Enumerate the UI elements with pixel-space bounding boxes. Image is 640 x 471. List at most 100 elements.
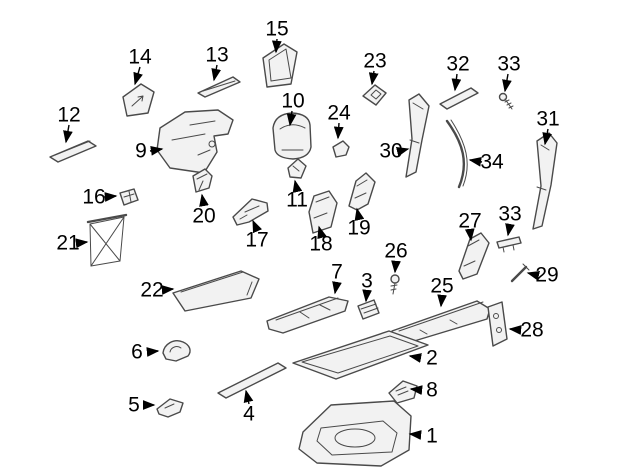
callout-arrow-9 [149, 146, 164, 156]
callout-label-30[interactable]: 30 [379, 140, 402, 163]
callout-label-3[interactable]: 3 [361, 270, 373, 293]
callout-label-32[interactable]: 32 [446, 53, 469, 76]
callout-label-20[interactable]: 20 [192, 205, 215, 228]
callout-label-14[interactable]: 14 [128, 46, 152, 69]
callout-label-4[interactable]: 4 [243, 403, 255, 426]
callout-arrow-32 [451, 73, 462, 92]
callout-label-17[interactable]: 17 [245, 229, 268, 252]
callout-arrow-28 [508, 325, 522, 335]
part-32-shape [439, 87, 479, 110]
callout-arrow-7 [332, 281, 342, 295]
callout-arrow-27 [464, 228, 475, 242]
part-18-shape [308, 190, 338, 234]
part-7-shape [266, 296, 349, 334]
callout-label-28[interactable]: 28 [520, 319, 543, 342]
callout-arrow-34 [468, 157, 483, 167]
part-19-shape [348, 172, 376, 211]
callout-arrow-23 [368, 70, 379, 86]
callout-arrow-21 [75, 238, 89, 249]
part-8-shape [388, 380, 418, 404]
part-2-shape [292, 330, 429, 380]
callout-label-1[interactable]: 1 [426, 425, 438, 448]
callout-arrow-26 [391, 260, 401, 274]
callout-arrow-6 [146, 347, 160, 357]
part-16-shape [119, 188, 139, 206]
part-3-shape [357, 299, 380, 320]
callout-arrow-22 [161, 285, 175, 295]
callout-label-24[interactable]: 24 [327, 102, 351, 125]
callout-arrow-29 [526, 270, 541, 281]
part-9-shape [156, 109, 234, 174]
callout-arrow-33a [502, 73, 512, 93]
callout-arrow-2 [408, 353, 422, 363]
callout-arrows-layer [63, 38, 553, 440]
part-20-shape [192, 168, 213, 193]
callout-arrow-33b [505, 223, 515, 237]
callout-arrow-18 [317, 225, 327, 240]
callout-label-5[interactable]: 5 [128, 394, 140, 417]
callout-arrow-31 [542, 128, 553, 146]
part-21-shape [86, 213, 128, 267]
callout-label-31[interactable]: 31 [536, 108, 559, 131]
callout-arrow-13 [211, 64, 222, 82]
callout-label-12[interactable]: 12 [57, 104, 80, 127]
callout-label-7[interactable]: 7 [331, 261, 343, 284]
callout-arrow-15 [271, 38, 282, 54]
part-4-shape [217, 362, 287, 399]
part-5-shape [156, 398, 184, 418]
callout-arrow-8 [409, 385, 423, 395]
callout-label-13[interactable]: 13 [205, 44, 228, 67]
callout-label-26[interactable]: 26 [384, 240, 407, 263]
part-26-shape [390, 274, 400, 295]
callout-label-9[interactable]: 9 [135, 140, 147, 163]
part-10-shape [272, 112, 312, 160]
callout-label-6[interactable]: 6 [131, 341, 143, 364]
callout-label-33b[interactable]: 33 [498, 203, 521, 226]
callout-arrow-19 [354, 207, 365, 221]
part-12-shape [49, 140, 97, 163]
callout-arrow-14 [133, 66, 143, 86]
callout-arrow-24 [333, 122, 344, 140]
callout-arrow-25 [437, 294, 447, 308]
callout-arrow-20 [199, 193, 209, 207]
callout-label-8[interactable]: 8 [426, 379, 438, 402]
callout-label-34[interactable]: 34 [480, 151, 504, 174]
part-22-shape [172, 270, 260, 312]
part-31-shape [532, 132, 558, 230]
callout-label-15[interactable]: 15 [265, 18, 288, 41]
part-11-shape [287, 158, 307, 179]
callout-label-19[interactable]: 19 [347, 217, 370, 240]
part-28-shape [487, 301, 508, 347]
callout-label-2[interactable]: 2 [426, 347, 438, 370]
part-30-shape [405, 93, 430, 178]
callout-label-11[interactable]: 11 [286, 189, 308, 212]
callout-arrow-12 [63, 124, 73, 144]
part-23-shape [362, 84, 387, 106]
part-33-upper-shape [498, 92, 514, 110]
callout-label-10[interactable]: 10 [281, 90, 304, 113]
part-13-shape [197, 76, 241, 98]
callout-label-18[interactable]: 18 [309, 233, 332, 256]
callout-label-21[interactable]: 21 [56, 232, 79, 255]
part-14-shape [122, 83, 155, 117]
part-24-shape [332, 140, 350, 158]
part-25-shape [390, 300, 491, 346]
part-33-lower-shape [496, 236, 522, 253]
callout-label-33a[interactable]: 33 [497, 53, 520, 76]
callout-label-27[interactable]: 27 [458, 210, 481, 233]
part-6-shape [162, 340, 191, 362]
part-17-shape [232, 198, 269, 226]
part-34-shape [445, 119, 468, 189]
callout-label-22[interactable]: 22 [140, 279, 163, 302]
callout-arrow-16 [103, 192, 118, 202]
callout-label-25[interactable]: 25 [430, 275, 453, 298]
part-15-shape [262, 43, 298, 88]
callout-label-29[interactable]: 29 [535, 264, 558, 287]
part-29-shape [510, 263, 530, 283]
callout-label-16[interactable]: 16 [82, 186, 105, 209]
callout-arrow-11 [292, 179, 303, 193]
callout-arrow-17 [252, 219, 263, 234]
callout-label-23[interactable]: 23 [363, 50, 386, 73]
